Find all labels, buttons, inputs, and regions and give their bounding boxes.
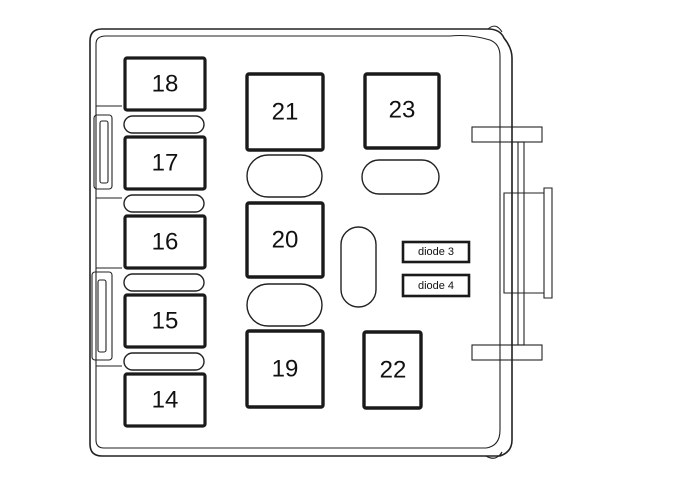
relay-label: 23 bbox=[389, 97, 416, 124]
relay-gap-oval bbox=[361, 159, 440, 195]
relay-22: 22 bbox=[362, 330, 423, 410]
relay-gap-oval bbox=[246, 283, 323, 327]
diode-3: diode 3 bbox=[401, 240, 471, 264]
right-connector bbox=[503, 187, 553, 299]
relay-20: 20 bbox=[245, 201, 325, 279]
bottom-right-tab bbox=[485, 451, 503, 459]
fuse-gap-oval bbox=[123, 194, 205, 213]
top-right-tab bbox=[487, 25, 503, 33]
fuse-16: 16 bbox=[123, 214, 207, 270]
fuse-label: 15 bbox=[152, 308, 179, 335]
left-latch-upper bbox=[93, 114, 113, 190]
relay-21: 21 bbox=[245, 72, 325, 152]
relay-23: 23 bbox=[363, 72, 441, 150]
fuse-label: 17 bbox=[152, 150, 179, 177]
right-clip-top bbox=[471, 126, 543, 143]
fuse-label: 18 bbox=[152, 71, 179, 98]
fuse-label: 14 bbox=[152, 387, 179, 414]
relay-19: 19 bbox=[245, 329, 325, 409]
fuse-gap-oval bbox=[123, 352, 205, 371]
fuse-14: 14 bbox=[123, 372, 207, 428]
fuse-18: 18 bbox=[123, 56, 207, 112]
fuse-box-inner-rim bbox=[95, 34, 501, 449]
fuse-label: 16 bbox=[152, 229, 179, 256]
diode-4: diode 4 bbox=[401, 273, 471, 298]
left-latch-lower-inner bbox=[97, 279, 107, 353]
vertical-slot-oval bbox=[340, 226, 377, 308]
fuse-15: 15 bbox=[123, 293, 207, 349]
relay-label: 20 bbox=[272, 227, 299, 254]
relay-label: 22 bbox=[380, 357, 407, 384]
left-latch-upper-inner bbox=[99, 120, 109, 184]
fuse-gap-oval bbox=[123, 273, 205, 292]
diode-label: diode 4 bbox=[418, 280, 454, 292]
fuse-box-housing bbox=[89, 28, 513, 457]
relay-gap-oval bbox=[246, 154, 323, 198]
relay-label: 21 bbox=[272, 99, 299, 126]
left-latch-lower bbox=[91, 271, 113, 361]
relay-label: 19 bbox=[272, 356, 299, 383]
diode-label: diode 3 bbox=[418, 246, 454, 258]
fuse-17: 17 bbox=[123, 135, 207, 191]
right-clip-bottom bbox=[471, 344, 543, 361]
fuse-gap-oval bbox=[123, 115, 205, 134]
